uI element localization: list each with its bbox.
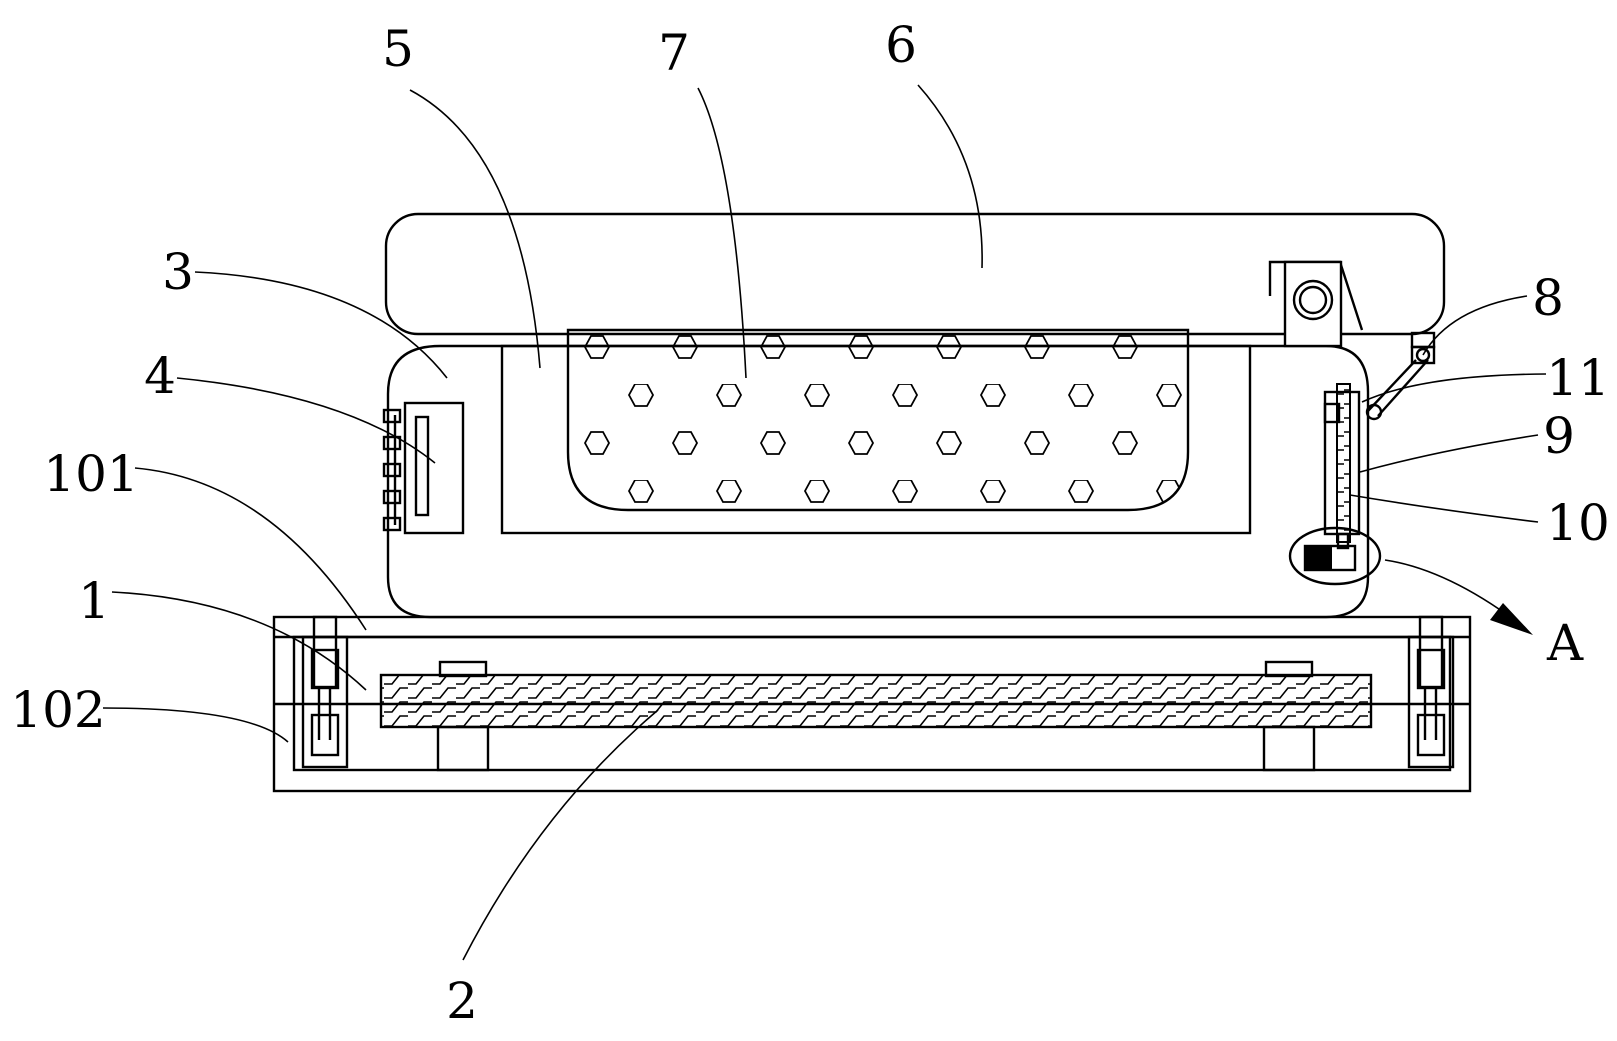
leader-2 <box>462 709 659 961</box>
label-101: 101 <box>43 445 138 503</box>
leader-5 <box>409 89 541 369</box>
leader-6 <box>917 84 983 269</box>
lock-mechanism <box>1288 331 1436 586</box>
left-guide-post <box>301 615 349 769</box>
leader-7 <box>697 87 747 379</box>
leader-101 <box>134 467 367 631</box>
leader-11 <box>1361 373 1547 403</box>
label-6: 6 <box>885 16 917 74</box>
label-10: 10 <box>1546 494 1610 552</box>
label-102: 102 <box>10 681 105 739</box>
leader-4 <box>176 377 436 464</box>
leader-9 <box>1359 434 1539 473</box>
hex-pad <box>566 328 1190 512</box>
leader-lines <box>102 84 1547 961</box>
leader-3 <box>194 271 448 379</box>
support-foot-left <box>436 725 490 772</box>
leader-8 <box>1422 295 1528 356</box>
label-3: 3 <box>162 243 194 301</box>
leader-1 <box>111 591 367 691</box>
right-guide-post <box>1407 615 1455 769</box>
label-4: 4 <box>144 347 176 405</box>
hatched-plate <box>379 673 1373 729</box>
lid-hinge <box>1268 260 1364 348</box>
side-latch <box>382 401 465 535</box>
leader-10 <box>1349 494 1539 523</box>
arrowhead-A <box>1490 603 1533 635</box>
label-2: 2 <box>446 972 478 1030</box>
label-11: 11 <box>1546 349 1610 407</box>
label-1: 1 <box>78 572 110 630</box>
support-foot-right <box>1262 725 1316 772</box>
reference-numerals: 5 7 6 3 4 101 1 102 2 8 11 9 10 A <box>10 16 1610 1030</box>
leader-102 <box>102 707 289 743</box>
label-7: 7 <box>658 24 690 82</box>
label-9: 9 <box>1543 407 1575 465</box>
label-5: 5 <box>382 20 414 78</box>
label-8: 8 <box>1532 269 1564 327</box>
label-A: A <box>1546 614 1584 672</box>
